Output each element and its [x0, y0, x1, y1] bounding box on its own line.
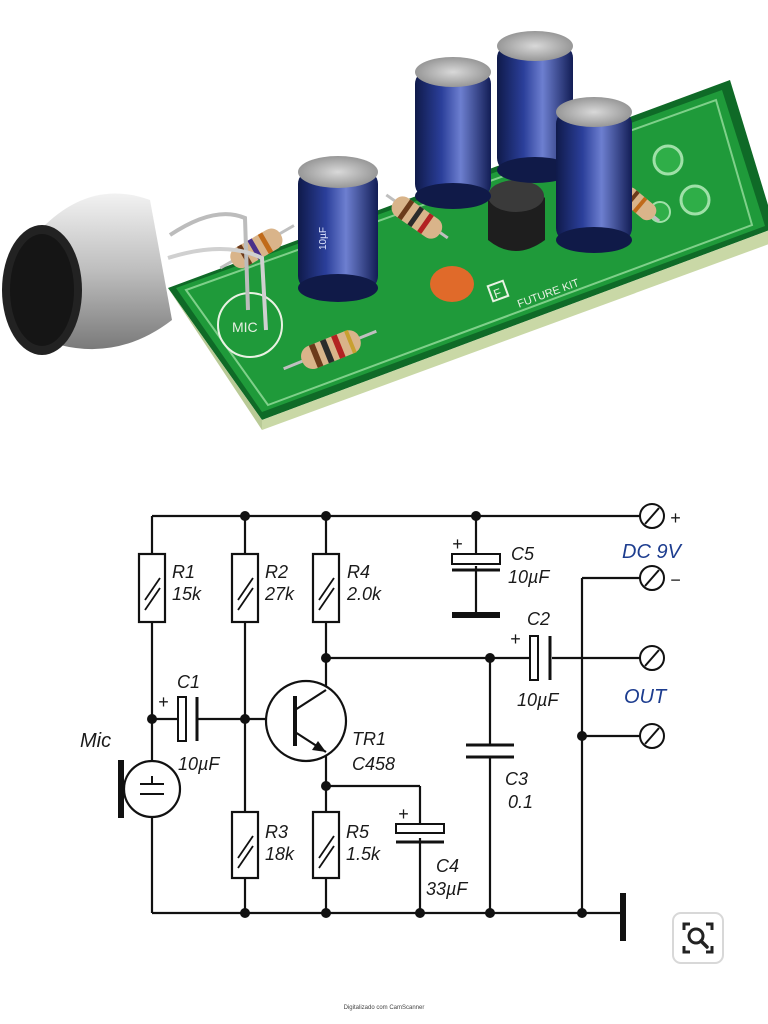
c2-name: C2 — [527, 609, 550, 629]
c4-name: C4 — [436, 856, 459, 876]
r3-value: 18k — [265, 844, 295, 864]
c1-value: 10µF — [178, 754, 220, 774]
zoom-button[interactable] — [672, 912, 724, 964]
r2-value: 27k — [264, 584, 295, 604]
microphone-photo — [2, 193, 268, 355]
c5-value: 10µF — [508, 567, 550, 587]
brand-mark: F — [492, 285, 504, 301]
r4-name: R4 — [347, 562, 370, 582]
electrolytic-capacitors-photo: 10µF — [298, 31, 632, 302]
scanner-footer: Digitalizado com CamScanner — [343, 1005, 425, 1011]
c4-plus: + — [398, 804, 409, 824]
board-mic-label: MIC — [232, 319, 258, 335]
output-label: OUT — [624, 686, 668, 708]
r4-value: 2.0k — [346, 584, 382, 604]
c2-plus: + — [510, 629, 521, 649]
c5-name: C5 — [511, 544, 535, 564]
r2-name: R2 — [265, 562, 288, 582]
supply-label: DC 9V — [622, 541, 683, 563]
tr1-value: C458 — [352, 754, 395, 774]
c4-value: 33µF — [426, 879, 468, 899]
c1-name: C1 — [177, 672, 200, 692]
search-zoom-icon — [682, 922, 714, 954]
kit-photo: MIC F FUTURE KIT — [2, 31, 768, 430]
c3-value: 0.1 — [508, 792, 533, 812]
mic-silkscreen: MIC — [217, 292, 283, 358]
c2-value: 10µF — [517, 690, 559, 710]
r1-value: 15k — [172, 584, 202, 604]
c3-name: C3 — [505, 769, 528, 789]
r5-name: R5 — [346, 822, 370, 842]
r1-name: R1 — [172, 562, 195, 582]
mic-label: Mic — [80, 730, 111, 752]
c5-plus: + — [452, 534, 463, 554]
r5-value: 1.5k — [346, 844, 381, 864]
board-pads — [649, 144, 711, 223]
supply-plus: + — [670, 508, 681, 528]
tr1-name: TR1 — [352, 729, 386, 749]
cap-print-text: 10µF — [318, 227, 329, 250]
c1-plus: + — [158, 692, 169, 712]
ceramic-capacitor-photo — [430, 266, 474, 302]
supply-minus: − — [670, 570, 681, 590]
r3-name: R3 — [265, 822, 288, 842]
transistor-photo — [488, 180, 545, 251]
